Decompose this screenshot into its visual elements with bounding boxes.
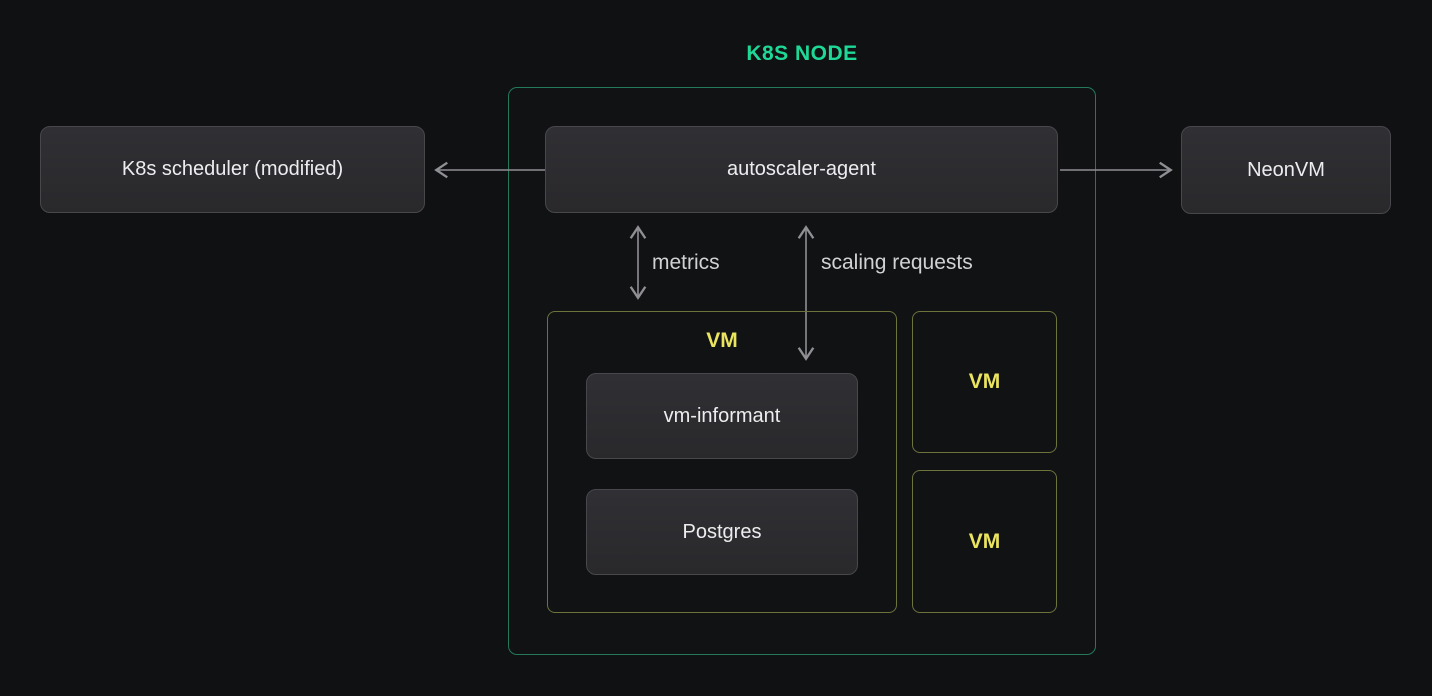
vm-box-1: VM <box>912 311 1057 453</box>
k8s-node-group-title: K8S NODE <box>746 42 858 65</box>
neonvm-node: NeonVM <box>1181 126 1391 214</box>
vm-box-2: VM <box>912 470 1057 613</box>
scaling-requests-edge-label: scaling requests <box>821 251 973 274</box>
metrics-edge-label: metrics <box>652 251 720 274</box>
k8s-scheduler-node: K8s scheduler (modified) <box>40 126 425 213</box>
vm-group-box <box>547 311 897 613</box>
autoscaler-agent-label: autoscaler-agent <box>727 158 876 180</box>
vm-box-2-label: VM <box>968 529 1001 553</box>
autoscaler-agent-node: autoscaler-agent <box>545 126 1058 213</box>
neonvm-label: NeonVM <box>1247 158 1325 181</box>
vm-informant-node: vm-informant <box>586 373 858 459</box>
postgres-label: Postgres <box>682 520 762 543</box>
vm-group-label: VM <box>706 329 738 352</box>
postgres-node: Postgres <box>586 489 858 575</box>
vm-informant-label: vm-informant <box>663 404 781 427</box>
vm-box-1-label: VM <box>968 370 1001 393</box>
k8s-scheduler-label: K8s scheduler (modified) <box>121 158 344 180</box>
